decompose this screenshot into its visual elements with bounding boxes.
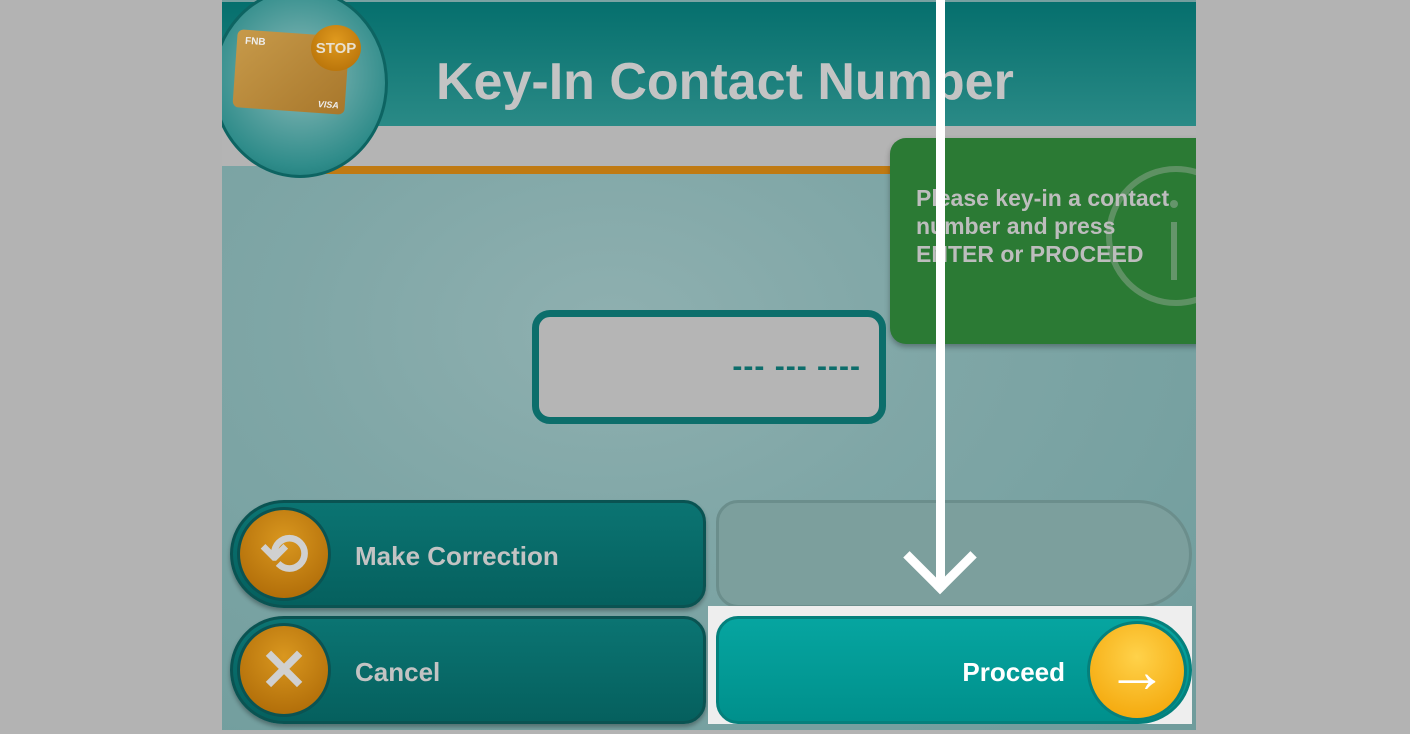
x-icon: ✕ — [237, 623, 331, 717]
make-correction-button[interactable]: ⟲ Make Correction — [230, 500, 706, 608]
contact-number-input[interactable]: --- --- ---- — [532, 310, 886, 424]
accent-divider — [312, 166, 1196, 174]
refresh-arrows-icon: ⟲ — [237, 507, 331, 601]
page-title: Key-In Contact Number — [436, 53, 1014, 111]
cancel-button[interactable]: ✕ Cancel — [230, 616, 706, 724]
proceed-button[interactable]: Proceed → — [716, 616, 1192, 724]
card-network: VISA — [317, 98, 340, 111]
pointer-arrow-line — [936, 0, 945, 584]
stop-icon: STOP — [311, 25, 361, 71]
card-brand: FNB — [244, 35, 266, 49]
proceed-label: Proceed — [962, 657, 1065, 687]
make-correction-label: Make Correction — [355, 541, 559, 571]
arrow-right-icon: → — [1087, 621, 1187, 721]
atm-screen: Key-In Contact Number FNB VISA STOP Plea… — [222, 0, 1196, 730]
stop-card-badge: FNB VISA STOP — [222, 0, 388, 178]
cancel-label: Cancel — [355, 657, 441, 687]
info-message: Please key-in a contact number and press… — [916, 185, 1170, 267]
